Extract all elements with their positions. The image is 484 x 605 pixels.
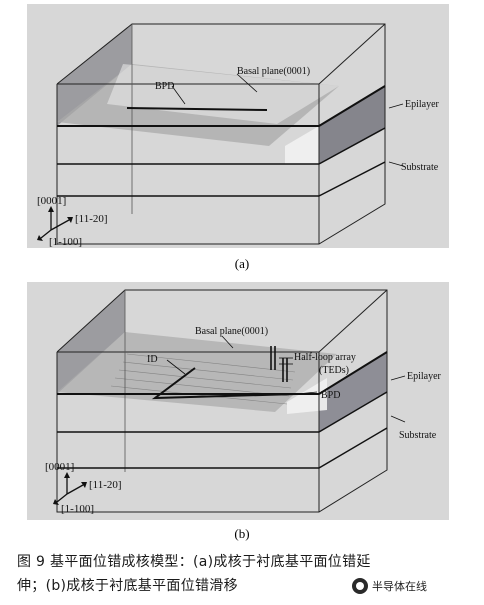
bpd-label: BPD	[155, 81, 174, 92]
bpd-label-b: BPD	[321, 390, 340, 401]
substrate-label-b: Substrate	[399, 430, 437, 441]
axis-triad-b	[53, 472, 87, 505]
axis-11-20-label-b: [11-20]	[89, 479, 122, 491]
bpd-line	[126, 107, 268, 111]
panel-a-label: (a)	[234, 256, 250, 271]
watermark: 半导体在线	[352, 578, 427, 594]
epilayer-label-b: Epilayer	[407, 371, 442, 382]
substrate-label: Substrate	[401, 162, 439, 173]
panel-b-diagram: Basal plane(0001) ID Half-loop array (TE…	[45, 289, 442, 515]
wechat-logo-icon	[352, 578, 368, 594]
caption-line-2: 伸；(b)成核于衬底基平面位错滑移	[17, 578, 238, 594]
axis-0001-label-b: [0001]	[45, 461, 74, 473]
watermark-text: 半导体在线	[372, 580, 427, 593]
caption-line-1: 图 9 基平面位错成核模型：(a)成核于衬底基平面位错延	[17, 554, 371, 570]
axis-1-100-label-b: [1-100]	[61, 503, 94, 515]
axis-11-20-label: [11-20]	[75, 213, 108, 225]
id-bpd-line	[151, 367, 298, 400]
teds-label: (TEDs)	[319, 365, 349, 376]
axis-0001-label: [0001]	[37, 195, 66, 207]
half-loop-label: Half-loop array	[294, 352, 356, 363]
id-label: ID	[147, 354, 158, 365]
panel-a-diagram: Basal plane(0001) BPD Epilayer Substrate…	[37, 23, 440, 248]
figure-panel-b: Basal plane(0001) ID Half-loop array (TE…	[27, 282, 449, 520]
basal-plane-label: Basal plane(0001)	[237, 66, 310, 77]
panel-b-label: (b)	[234, 526, 250, 541]
figure-caption: 图 9 基平面位错成核模型：(a)成核于衬底基平面位错延 伸；(b)成核于衬底基…	[17, 550, 472, 598]
basal-plane-label-b: Basal plane(0001)	[195, 326, 268, 337]
axis-triad-a	[37, 206, 73, 241]
figure-panel-a: Basal plane(0001) BPD Epilayer Substrate…	[27, 4, 449, 248]
axis-1-100-label: [1-100]	[49, 236, 82, 248]
epilayer-label: Epilayer	[405, 99, 440, 110]
half-loop-array	[270, 346, 288, 382]
